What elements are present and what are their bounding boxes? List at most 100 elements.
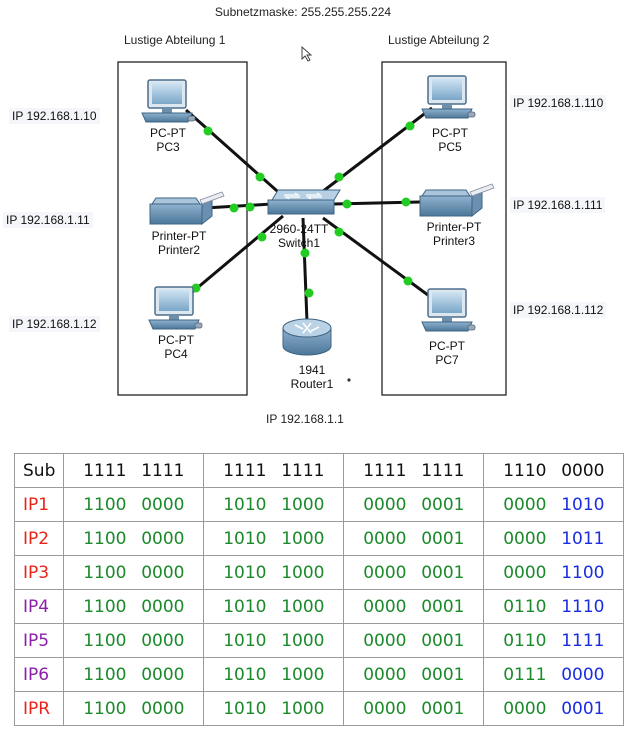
- mouse-cursor-icon: [301, 45, 313, 62]
- router1-icon[interactable]: [282, 318, 332, 356]
- octet-cell: 0000 0001: [343, 623, 485, 658]
- octet-cell: 0000 0001: [483, 691, 625, 726]
- switch1-icon[interactable]: [267, 189, 341, 215]
- pc3-icon[interactable]: [141, 79, 196, 123]
- nibble: 0001: [561, 698, 605, 719]
- pc4-icon[interactable]: [148, 286, 203, 330]
- network-topology-diagram: [117, 45, 507, 396]
- port-dot: [334, 172, 344, 182]
- pc5-icon[interactable]: [421, 75, 476, 119]
- nibble: 0110: [503, 630, 547, 651]
- row-label: Sub: [13, 453, 65, 488]
- nibble: 1100: [83, 562, 127, 583]
- device-name: PC7: [435, 353, 459, 367]
- nibble: 1111: [561, 630, 605, 651]
- nibble: 1010: [223, 630, 267, 651]
- link-router1-switch1: [301, 217, 309, 323]
- nibble: 0001: [421, 664, 465, 685]
- nibble: 0000: [141, 630, 185, 651]
- nibble: 0110: [503, 596, 547, 617]
- nibble: 1011: [561, 528, 605, 549]
- nibble: 0001: [421, 494, 465, 515]
- nibble: 1100: [83, 630, 127, 651]
- device-type: Printer-PT: [151, 229, 207, 243]
- nibble: 0000: [363, 630, 407, 651]
- nibble: 0000: [503, 562, 547, 583]
- printer3-icon[interactable]: [419, 183, 495, 217]
- printer3-ip-label: IP 192.168.1.111: [510, 197, 606, 213]
- nibble: 0001: [421, 528, 465, 549]
- port-dot: [229, 203, 239, 213]
- octet-cell: 0000 1100: [483, 555, 625, 590]
- nibble: 1100: [83, 528, 127, 549]
- device-type: PC-PT: [150, 126, 186, 140]
- port-dot: [405, 121, 415, 131]
- nibble: 0000: [503, 528, 547, 549]
- device-name: PC4: [164, 347, 188, 361]
- nibble: 0000: [561, 664, 605, 685]
- nibble: 0000: [503, 698, 547, 719]
- device-name: Printer2: [157, 243, 201, 257]
- subnet-mask-label: Subnetzmaske: 255.255.255.224: [214, 5, 392, 19]
- link-pc3-switch1: [185, 108, 286, 200]
- nibble: 1010: [223, 494, 267, 515]
- port-status-dots: [191, 121, 415, 298]
- nibble: 1111: [363, 460, 407, 481]
- pc7-icon[interactable]: [421, 288, 476, 332]
- port-dot: [300, 248, 310, 258]
- port-dot: [257, 232, 267, 242]
- device-name: PC5: [438, 140, 462, 154]
- nibble: 1000: [281, 698, 325, 719]
- port-dot: [403, 276, 413, 286]
- nibble: 1010: [223, 528, 267, 549]
- nibble: 1010: [223, 596, 267, 617]
- octet-cell: 0000 1011: [483, 521, 625, 556]
- nibble: 0001: [421, 596, 465, 617]
- nibble: 1000: [281, 528, 325, 549]
- port-dot: [245, 202, 255, 212]
- row-label: IPR: [13, 691, 65, 726]
- nibble: 0000: [561, 460, 605, 481]
- router-status-dot: [347, 378, 351, 382]
- port-dot: [203, 126, 213, 136]
- nibble: 1100: [83, 698, 127, 719]
- nibble: 1100: [561, 562, 605, 583]
- nibble: 0000: [363, 698, 407, 719]
- row-label: IP2: [13, 521, 65, 556]
- row-label: IP3: [13, 555, 65, 590]
- nibble: 1000: [281, 596, 325, 617]
- nibble: 0001: [421, 562, 465, 583]
- device-type: PC-PT: [429, 339, 465, 353]
- nibble: 1010: [561, 494, 605, 515]
- nibble: 1010: [223, 698, 267, 719]
- nibble: 0001: [421, 630, 465, 651]
- nibble: 0000: [141, 664, 185, 685]
- port-dot: [334, 227, 344, 237]
- port-dot: [255, 172, 265, 182]
- nibble: 1000: [281, 664, 325, 685]
- nibble: 1111: [421, 460, 465, 481]
